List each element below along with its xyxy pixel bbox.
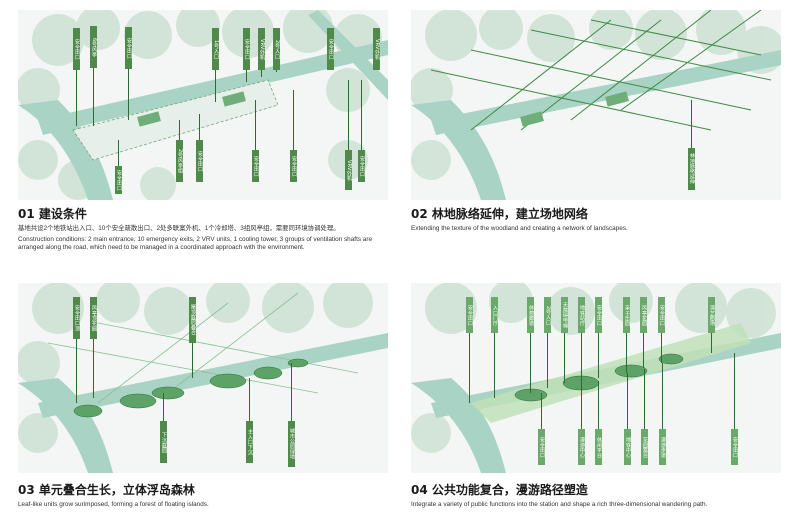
panel-1-caption: 01 建设条件 基地共设2个地铁站出入口、10个安全疏散出口、2处多联案外机、1… — [18, 207, 398, 253]
panel-3-title: 03 单元叠合生长，立体浮岛森林 — [18, 483, 195, 497]
tag-rest-corridor: 休憩廊道 — [527, 297, 534, 333]
tag-safety-exit: 安全出口 — [358, 150, 365, 182]
tag-leisure-platform: 休闲平台 — [595, 429, 602, 465]
tag-ventilation-6: 6号风亭 — [90, 26, 97, 68]
panel-2-title: 02 林地脉络延伸，建立场地网络 — [411, 207, 588, 221]
tag-city-park: 城市公园绿地 — [288, 421, 295, 467]
tag-theater: 演艺剧场 — [708, 297, 715, 333]
panel-2-woodland-network: 林地脉络延伸 — [411, 10, 781, 200]
panel-1-title: 01 建设条件 — [18, 207, 87, 221]
tag-accessible-elevator: 无障碍电梯 — [561, 297, 568, 333]
tag-safety-exit: 安全出口 — [731, 429, 738, 465]
tag-ventilation-group-2: 2号风亭组 — [176, 140, 183, 182]
panel-2-caption: 02 林地脉络延伸，建立场地网络 Extending the texture o… — [411, 207, 791, 234]
tag-safety-exit: 安全出口 — [466, 297, 473, 333]
tag-roof-garden-stack: 屋顶庭园叠合 — [189, 297, 196, 343]
tag-safety-exit: 安全出口 — [196, 140, 203, 182]
tag-station-hall: 地铁站厅 — [578, 297, 585, 333]
panel-3-text-en: Leaf-like units grow surimposed, forming… — [18, 501, 209, 508]
tag-safety-exit: 安全出口 — [658, 297, 665, 333]
tag-woodland-texture: 林地脉络延伸 — [688, 148, 695, 190]
tag-roaming-path: 漫游步道 — [659, 429, 666, 465]
tag-garden-terrace: 花园露台 — [641, 429, 648, 465]
tag-entrance-1: 1号入口 — [212, 28, 219, 70]
tag-entrance-2: 2号入口 — [273, 28, 280, 70]
tag-main-entrance-sunken: 主入口下沉 — [246, 421, 253, 463]
tag-safety-exit: 安全出口 — [252, 150, 259, 182]
tag-safety-exit: 安全出口 — [73, 28, 80, 70]
tag-safety-exit: 安全出口 — [595, 297, 602, 333]
tag-safety-exit: 安全出口 — [290, 150, 297, 182]
tag-shaft-roof-garden: 风亭顶花园 — [90, 297, 97, 339]
tag-exit-roof: 安全出口顶 — [73, 297, 80, 339]
tag-safety-exit: 安全出口 — [327, 28, 334, 70]
tag-vrv-unit: VRV外机 — [258, 28, 265, 70]
panel-3-aerial-plan — [18, 283, 388, 473]
tag-roaming-center: 漫游中心 — [578, 429, 585, 465]
tag-safety-exit: 安全出口 — [115, 166, 122, 194]
panel-3-floating-islands: 安全出口顶 风亭顶花园 屋顶庭园叠合 下沉庭园 主入口下沉 城市公园绿地 — [18, 283, 388, 473]
tag-safety-exit: 安全出口 — [125, 27, 132, 69]
panel-4-title: 04 公共功能复合，漫游路径塑造 — [411, 483, 588, 497]
tag-shaft-garden: 风亭花园 — [640, 297, 647, 333]
tag-vrv-unit: VRV外机 — [345, 150, 352, 190]
tag-entrance-hall: 入口门厅 — [491, 297, 498, 333]
tag-metro-center: 地铁中心 — [624, 429, 631, 465]
panel-1-text-en: Construction conditions: 2 main entrance… — [18, 235, 373, 252]
panel-4-text-en: Integrate a variety of public functions … — [411, 501, 708, 508]
tag-safety-exit: 安全出口 — [243, 28, 250, 70]
tag-vrv-unit: VRV外机 — [373, 28, 380, 70]
panel-2-text-en: Extending the texture of the woodland an… — [411, 225, 628, 232]
tag-safety-exit: 安全出口 — [538, 429, 545, 465]
panel-4-public-functions: 安全出口 入口门厅 休憩廊道 2号入口 无障碍电梯 地铁站厅 安全出口 亲子乐园… — [411, 283, 781, 473]
panel-1-text-cn: 基地共设2个地铁站出入口、10个安全疏散出口、2处多联案外机、1个冷却塔、3组风… — [18, 225, 340, 232]
panel-1-site-conditions: 安全出口 6号风亭 安全出口 1号入口 安全出口 VRV外机 2号入口 安全出口… — [18, 10, 388, 200]
tag-kids-park: 亲子乐园 — [623, 297, 630, 333]
tag-entrance-2: 2号入口 — [544, 297, 551, 333]
tag-sunken-garden: 下沉庭园 — [160, 421, 167, 463]
panel-4-caption: 04 公共功能复合，漫游路径塑造 Integrate a variety of … — [411, 483, 791, 510]
panel-3-caption: 03 单元叠合生长，立体浮岛森林 Leaf-like units grow su… — [18, 483, 398, 510]
panel-2-aerial-plan — [411, 10, 781, 200]
